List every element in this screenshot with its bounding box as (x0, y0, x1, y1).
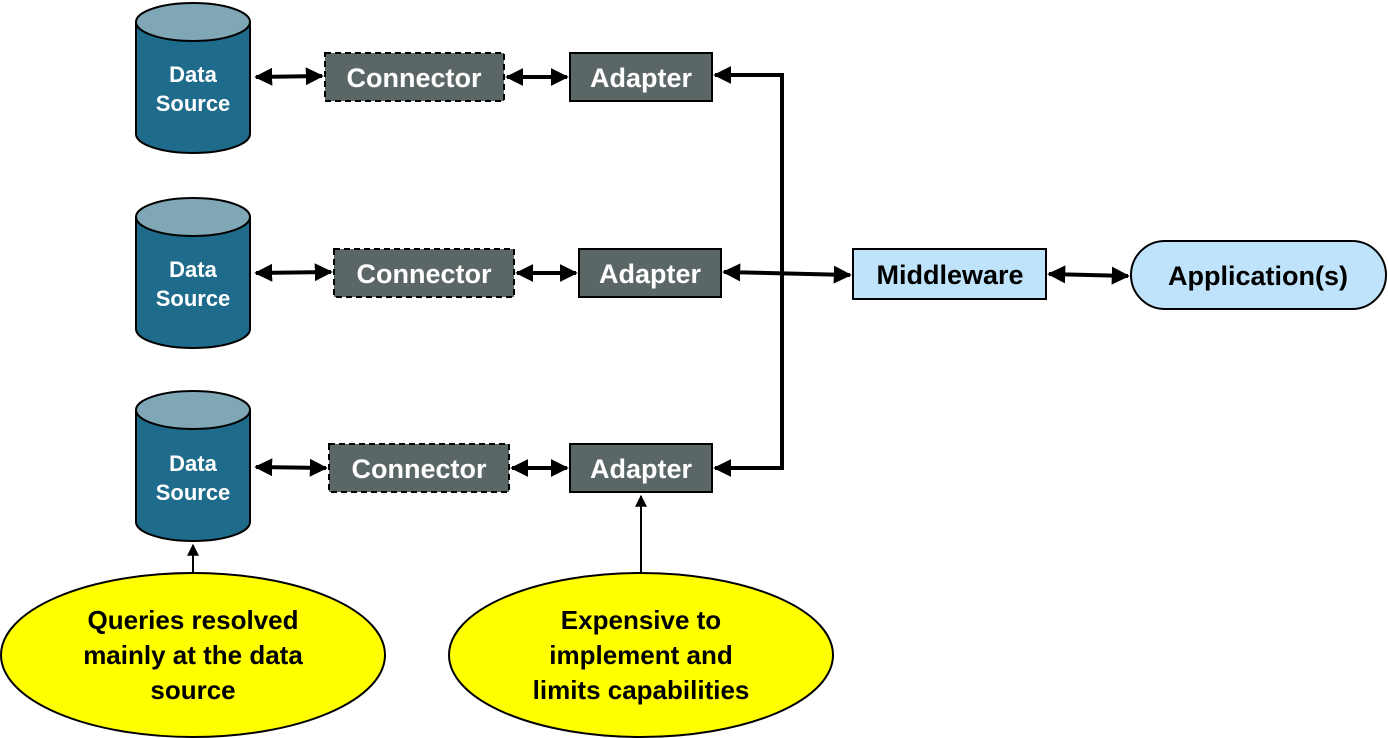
adapter-1-label: Adapter (590, 63, 693, 93)
connector-1: Connector (324, 52, 505, 102)
connector-3-label: Connector (352, 454, 487, 484)
note-data-source-line1: Queries resolved (88, 605, 299, 635)
data-source-2-label-line1: Data (169, 257, 217, 282)
arrow-middleware-application (1047, 265, 1130, 285)
arrow-source1-connector1 (254, 67, 324, 86)
note-data-source: Queries resolved mainly at the data sour… (0, 572, 386, 738)
data-source-3-label-line1: Data (169, 451, 217, 476)
data-source-1: Data Source (135, 2, 251, 154)
connector-2-label: Connector (357, 259, 492, 289)
adapter-1: Adapter (569, 52, 713, 102)
data-source-1-label-line2: Source (156, 91, 231, 116)
middleware-box: Middleware (852, 248, 1047, 300)
application-node: Application(s) (1130, 240, 1387, 310)
data-source-1-label-line1: Data (169, 62, 217, 87)
note-adapter-line2: implement and (549, 640, 732, 670)
application-label: Application(s) (1168, 261, 1348, 291)
connector-2: Connector (333, 248, 515, 298)
note-data-source-line2: mainly at the data (83, 640, 303, 670)
note-adapter: Expensive to implement and limits capabi… (448, 572, 834, 738)
connector-3: Connector (328, 443, 510, 493)
arrow-adapter2-middleware (722, 263, 852, 284)
adapter-3-label: Adapter (590, 454, 693, 484)
adapter-2-label: Adapter (599, 259, 702, 289)
arrow-source3-connector3 (254, 458, 328, 477)
middleware-label: Middleware (876, 260, 1023, 290)
note-data-source-line3: source (150, 675, 235, 705)
data-source-3-label-line2: Source (156, 480, 231, 505)
connector-1-label: Connector (347, 63, 482, 93)
data-source-3: Data Source (135, 390, 251, 542)
data-source-2-label-line2: Source (156, 286, 231, 311)
adapter-3: Adapter (569, 443, 713, 493)
note-adapter-line1: Expensive to (561, 605, 721, 635)
arrow-source2-connector2 (254, 263, 333, 282)
data-source-2: Data Source (135, 197, 251, 349)
adapter-2: Adapter (578, 248, 722, 298)
note-adapter-line3: limits capabilities (533, 675, 750, 705)
